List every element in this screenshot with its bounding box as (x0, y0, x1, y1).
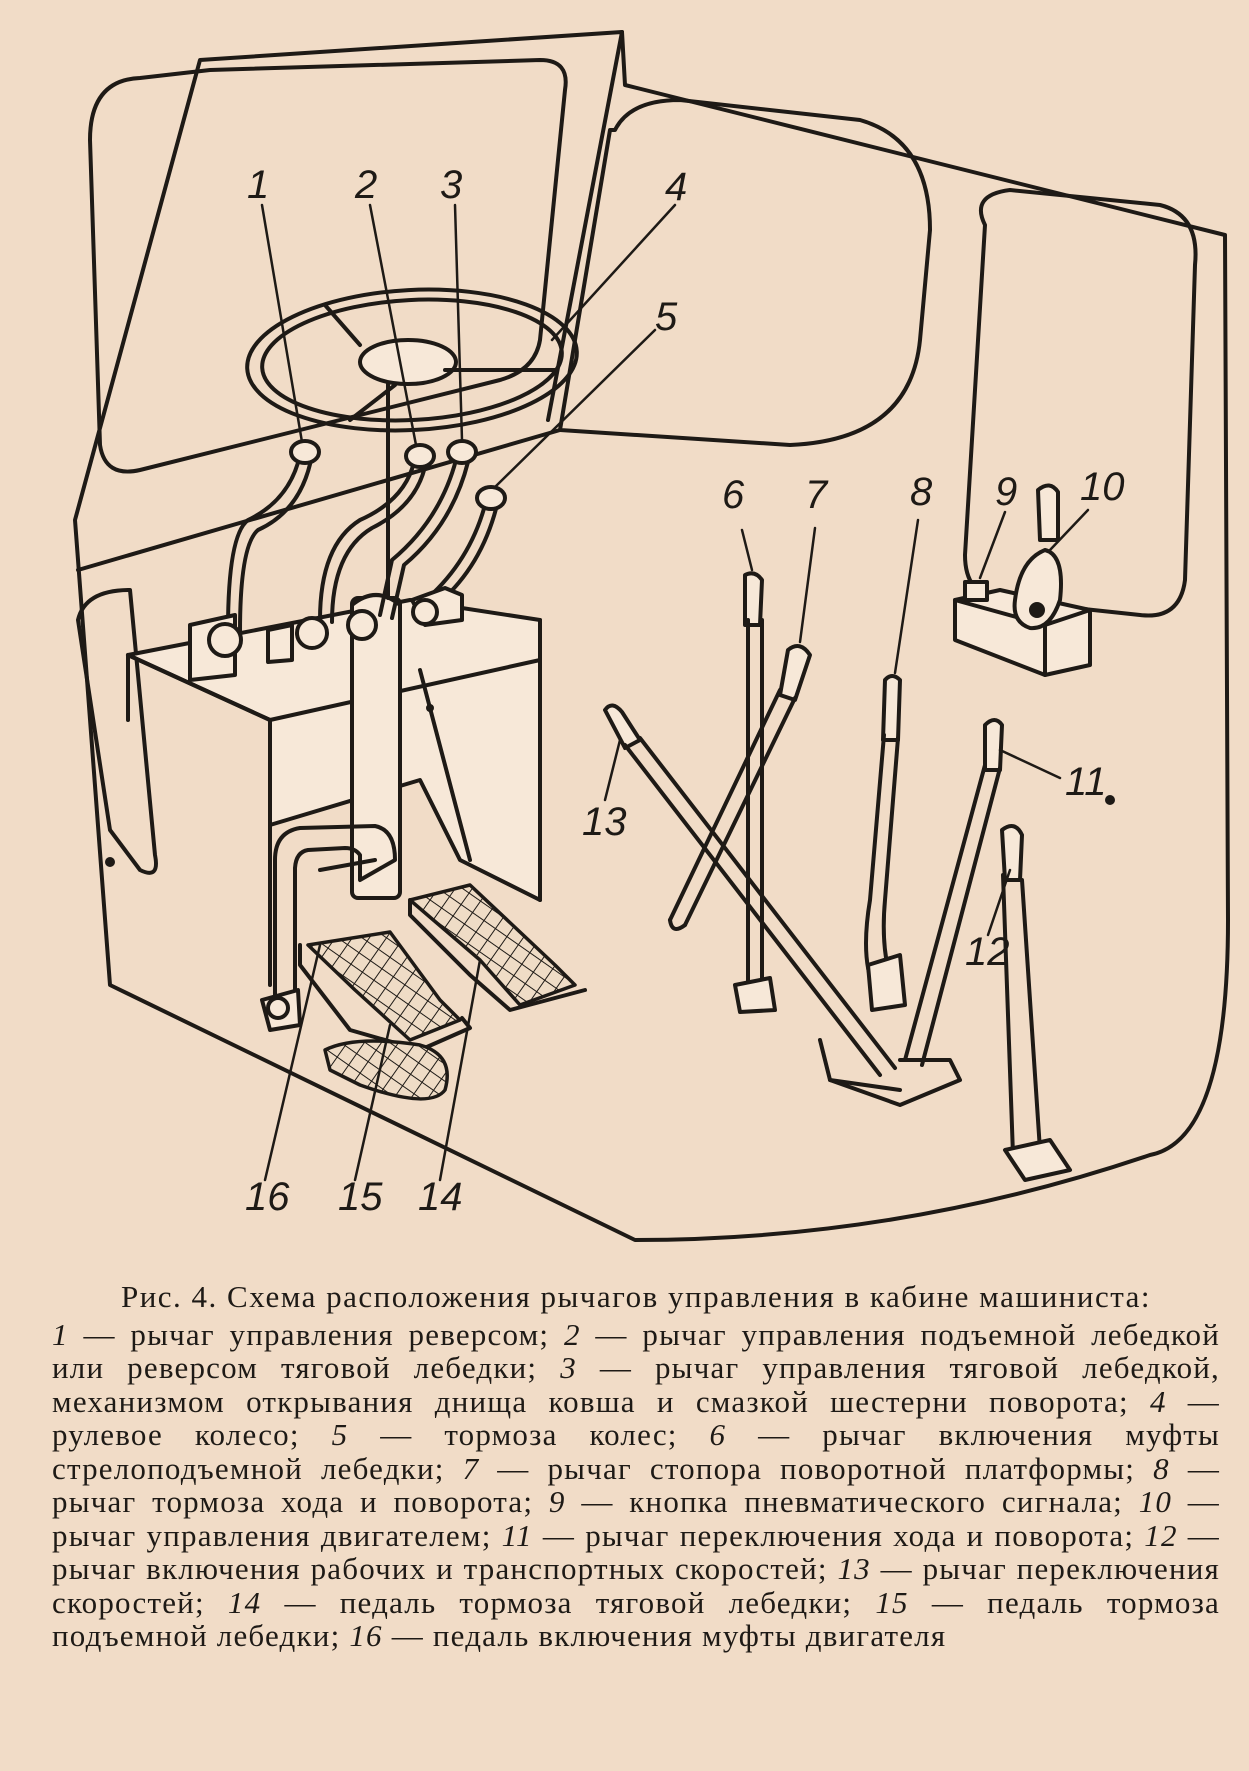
legend-text-9: кнопка пневматического сигнала; (629, 1484, 1123, 1519)
console-levers (188, 439, 507, 682)
callout-16: 16 (245, 1175, 290, 1219)
legend-num-12: 12 (1144, 1517, 1178, 1553)
legend-text-7: рычаг стопора поворотной платформы; (547, 1450, 1136, 1486)
legend-num-16: 16 (349, 1618, 383, 1653)
caption-legend: 1 — рычаг управления реверсом; 2 — рычаг… (52, 1316, 1221, 1653)
cab-frame (73, 30, 1230, 1242)
callout-12: 12 (965, 930, 1010, 974)
legend-text-6: рычаг включения муфты стрелоподъемной ле… (52, 1417, 1221, 1486)
legend-num-13: 13 (837, 1551, 871, 1586)
legend-num-2: 2 (563, 1316, 581, 1352)
leader-lines (260, 203, 1090, 1182)
legend-text-5: тормоза колес; (444, 1417, 678, 1452)
callout-14: 14 (418, 1175, 463, 1219)
callout-9: 9 (995, 470, 1017, 514)
caption-title: Рис. 4. Схема расположения рычагов управ… (120, 1279, 1152, 1314)
legend-text-14: педаль тормоза тяговой лебедки; (339, 1584, 853, 1620)
callout-10: 10 (1080, 465, 1125, 509)
legend-num-3: 3 (560, 1350, 577, 1385)
legend-text-11: рычаг переключения хода и поворота; (585, 1517, 1135, 1553)
legend-text-15: педаль тормоза подъемной лебедки; (52, 1584, 1221, 1653)
legend-text-12: рычаг включения рабочих и транспортных с… (52, 1551, 828, 1586)
callout-15: 15 (338, 1175, 383, 1219)
steering-wheel (245, 287, 579, 900)
legend-num-8: 8 (1153, 1450, 1170, 1486)
legend-text-13: рычаг переключения скоростей; (52, 1551, 1220, 1620)
legend-num-1: 1 (52, 1316, 69, 1352)
legend-num-14: 14 (227, 1584, 262, 1620)
callout-5: 5 (655, 295, 678, 339)
callout-3: 3 (440, 163, 462, 207)
callout-11: 11 (1065, 760, 1107, 804)
legend-text-10: рычаг управления двигателем; (52, 1517, 492, 1553)
floor-levers (603, 571, 1072, 1182)
callout-4: 4 (665, 165, 687, 209)
legend-num-5: 5 (331, 1417, 349, 1452)
legend-num-6: 6 (709, 1417, 727, 1452)
legend-num-15: 15 (875, 1584, 909, 1620)
figure-caption: Рис. 4. Схема расположения рычагов управ… (52, 1280, 1220, 1653)
legend-text-1: рычаг управления реверсом; (130, 1316, 550, 1352)
legend-num-10: 10 (1138, 1484, 1173, 1519)
cab-controls-diagram: 1 2 3 4 5 6 7 8 9 10 11 12 13 14 15 16 (73, 30, 1230, 1242)
callout-1: 1 (247, 163, 269, 207)
callout-13: 13 (582, 800, 627, 844)
legend-text-16: педаль включения муфты двигателя (432, 1618, 947, 1653)
legend-text-4: рулевое колесо; (52, 1417, 300, 1452)
engine-control-block (953, 483, 1092, 677)
callout-7: 7 (805, 473, 829, 517)
legend-num-4: 4 (1149, 1383, 1167, 1419)
callout-6: 6 (722, 473, 745, 517)
legend-num-7: 7 (462, 1450, 480, 1486)
legend-text-8: рычаг тормоза хода и поворота; (52, 1484, 534, 1519)
legend-num-9: 9 (548, 1484, 566, 1519)
callout-8: 8 (910, 470, 933, 514)
callout-numbers: 1 2 3 4 5 6 7 8 9 10 11 12 13 14 15 16 (245, 163, 1125, 1219)
legend-num-11: 11 (501, 1517, 533, 1553)
legend-text-2: рычаг управления подъемной лебедкой или … (52, 1316, 1220, 1385)
callout-2: 2 (354, 163, 377, 207)
legend-text-3: рычаг управления тяговой лебедкой, механ… (52, 1350, 1221, 1419)
